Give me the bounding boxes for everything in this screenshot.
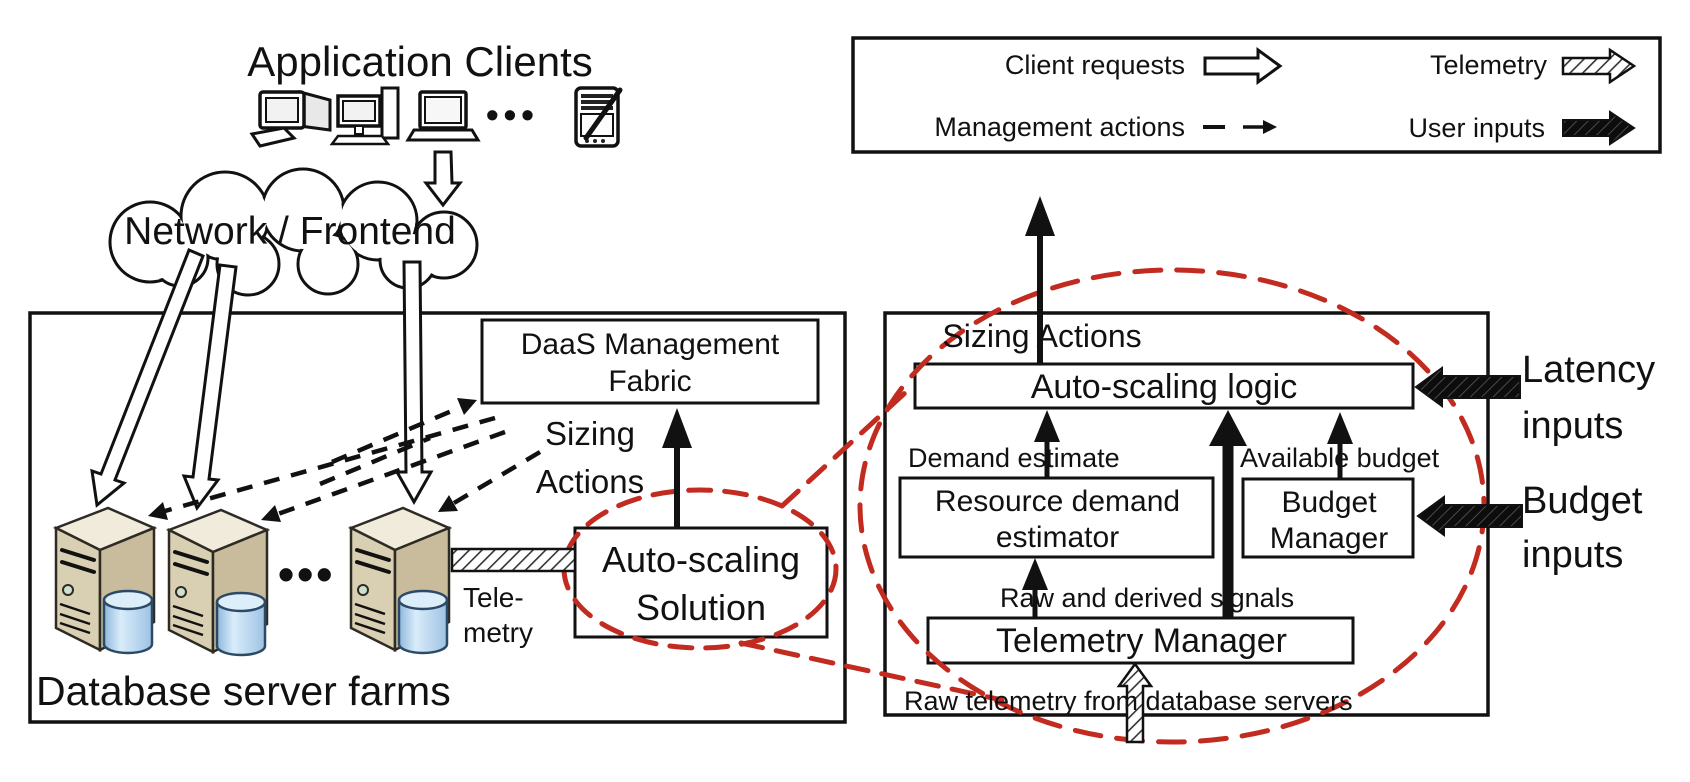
clients-to-network-arrow [422, 150, 464, 208]
magnifier-connector-top [779, 389, 909, 509]
budget-inputs-label: Budget inputs [1522, 480, 1643, 576]
legend-telemetry: Telemetry [1429, 50, 1547, 80]
server-ellipsis: ••• [278, 548, 336, 600]
pda-icon [574, 86, 623, 148]
telemetry-bar [450, 547, 577, 573]
telemetry-left-label: Tele- metry [463, 582, 533, 648]
legend-management-actions: Management actions [934, 112, 1185, 142]
daas-fabric-box [480, 318, 820, 405]
autoscaling-solution-label: Auto-scaling Solution [601, 539, 801, 628]
available-budget-label: Available budget [1240, 443, 1440, 473]
raw-derived-signals-label: Raw and derived signals [1000, 583, 1295, 613]
client-requests-arrow-icon [1203, 47, 1283, 85]
legend-client-requests: Client requests [1004, 50, 1185, 80]
resource-demand-estimator-box [898, 476, 1215, 559]
magnifier-connector-bottom [738, 640, 1005, 703]
resource-demand-estimator-label: Resource demand estimator [934, 485, 1181, 554]
sizing-actions-right-label: Sizing Actions [942, 318, 1142, 354]
telemetry-arrow-icon [1561, 47, 1637, 85]
autoscaling-logic-box [913, 362, 1415, 410]
server-icon-2 [165, 508, 271, 657]
client-request-arrow-2 [181, 263, 238, 512]
budget-manager-box [1241, 477, 1415, 559]
client-request-arrow-3 [394, 260, 434, 506]
user-inputs-arrow-icon [1562, 110, 1636, 146]
client-request-arrow-1 [90, 248, 205, 508]
management-arrow-server1 [164, 415, 496, 514]
network-cloud-fill [112, 171, 475, 293]
management-actions-arrow-icon [1203, 120, 1277, 134]
management-line-to-fabric-2 [319, 435, 431, 487]
database-cylinder-icon [102, 589, 154, 655]
stylus-icon [583, 87, 623, 141]
server-icon-3 [347, 506, 453, 655]
server-icon-1 [52, 506, 158, 655]
management-arrow-to-fabric [331, 404, 462, 465]
telemetry-manager-label: Telemetry Manager [995, 622, 1287, 660]
management-arrow-server2 [277, 429, 506, 517]
raw-telemetry-label: Raw telemetry from database servers [904, 686, 1353, 716]
budget-input-arrow [1416, 495, 1523, 537]
page-title: Application Clients [247, 38, 593, 85]
desktop-computer-icon [329, 86, 400, 146]
latency-input-arrow [1414, 366, 1521, 408]
autoscaling-solution-box [573, 526, 829, 639]
telemetry-manager-box [926, 616, 1355, 665]
crt-computer-icon [249, 90, 332, 148]
legend-user-inputs: User inputs [1408, 113, 1545, 143]
autoscaling-logic-label: Auto-scaling logic [1030, 368, 1298, 406]
daas-fabric-label: DaaS Management Fabric [520, 328, 780, 398]
cloud-label: Network / Frontend [124, 210, 456, 253]
database-cylinder-icon [397, 589, 449, 655]
database-cylinder-icon [215, 591, 267, 657]
demand-estimate-label: Demand estimate [908, 443, 1120, 473]
latency-inputs-label: Latency inputs [1522, 349, 1656, 447]
telemetry-in-arrow [1116, 661, 1154, 744]
client-ellipsis: ••• [486, 94, 539, 135]
sizing-actions-left-label: Sizing Actions [535, 415, 645, 500]
budget-manager-label: Budget Manager [1269, 486, 1389, 555]
database-farm-title: Database server farms [36, 668, 451, 714]
laptop-icon [405, 90, 481, 142]
